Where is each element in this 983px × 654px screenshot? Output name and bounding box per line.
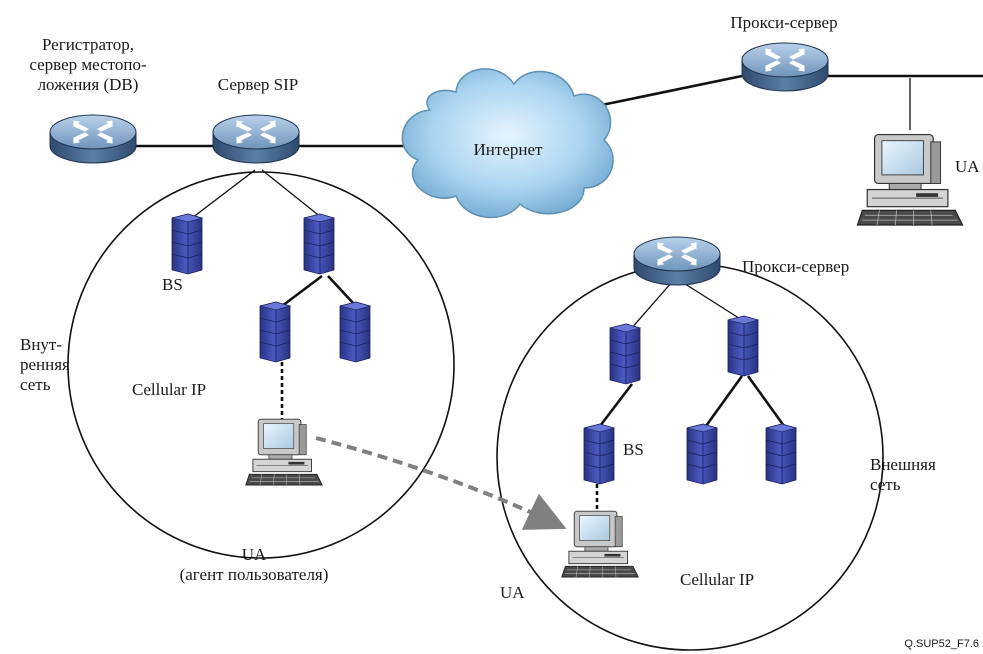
ua-movement-arrow xyxy=(315,436,567,530)
external-network-label-line1: Внешняя xyxy=(870,455,936,474)
proxy-top-label: Прокси-сервер xyxy=(730,13,837,32)
base-station-icon xyxy=(339,301,371,363)
link-bsr2-bsr4 xyxy=(704,375,744,427)
external-network-label-line2: сеть xyxy=(870,475,901,494)
link-bsr2-bsr5 xyxy=(746,375,786,427)
sip-server-label: Сервер SIP xyxy=(218,75,298,94)
link-proxy-bsr2 xyxy=(681,281,743,321)
bs-right-label: BS xyxy=(623,440,644,459)
cellular-ip-left-label: Cellular IP xyxy=(132,380,206,399)
registrar-label-line1: Регистратор, xyxy=(42,35,134,54)
workstation-icon xyxy=(856,133,964,226)
base-station-icon xyxy=(583,423,615,485)
internal-network-label-line2: ренняя xyxy=(20,355,70,374)
proxy-server-mid-router-icon xyxy=(633,236,721,286)
base-station-icon xyxy=(259,301,291,363)
base-station-icon xyxy=(686,423,718,485)
internal-network-circle xyxy=(67,171,455,559)
link-sip-bs2 xyxy=(261,169,323,219)
link-sip-bs1 xyxy=(191,169,256,219)
ua-left-label-line1: UA xyxy=(242,545,267,564)
link-internet-proxy xyxy=(591,74,743,109)
base-station-icon xyxy=(303,213,335,275)
link-bs2-bs3 xyxy=(281,274,323,308)
internal-network-label-line3: сеть xyxy=(20,375,51,394)
workstation-icon xyxy=(561,510,639,578)
cellular-ip-right-label: Cellular IP xyxy=(680,570,754,589)
registrar-label-line3: ложения (DB) xyxy=(38,75,139,94)
proxy-mid-label: Прокси-сервер xyxy=(742,257,849,276)
base-station-icon xyxy=(609,323,641,385)
sip-server-router-icon xyxy=(212,114,300,164)
ua-right-label: UA xyxy=(500,583,525,602)
figure-id-label: Q.SUP52_F7.6 xyxy=(904,638,979,650)
registrar-label-line2: сервер местопо- xyxy=(29,55,147,74)
ua-left-label-line2: (агент пользователя) xyxy=(180,565,329,584)
link-bs2-bs4 xyxy=(327,275,355,305)
base-station-icon xyxy=(171,213,203,275)
connection-lines xyxy=(135,74,983,510)
ua-top-label: UA xyxy=(955,157,980,176)
base-station-icon xyxy=(727,315,759,377)
link-bsr1-bsr3 xyxy=(598,383,634,427)
base-station-icon xyxy=(765,423,797,485)
internal-network-label-line1: Внут- xyxy=(20,335,62,354)
internet-cloud-icon xyxy=(401,68,614,219)
bs-left-label: BS xyxy=(162,275,183,294)
proxy-server-top-router-icon xyxy=(741,42,829,92)
registrar-router-icon xyxy=(49,114,137,164)
link-proxy-bsr1 xyxy=(629,281,673,331)
workstation-icon xyxy=(245,418,323,486)
internet-label: Интернет xyxy=(474,140,543,159)
